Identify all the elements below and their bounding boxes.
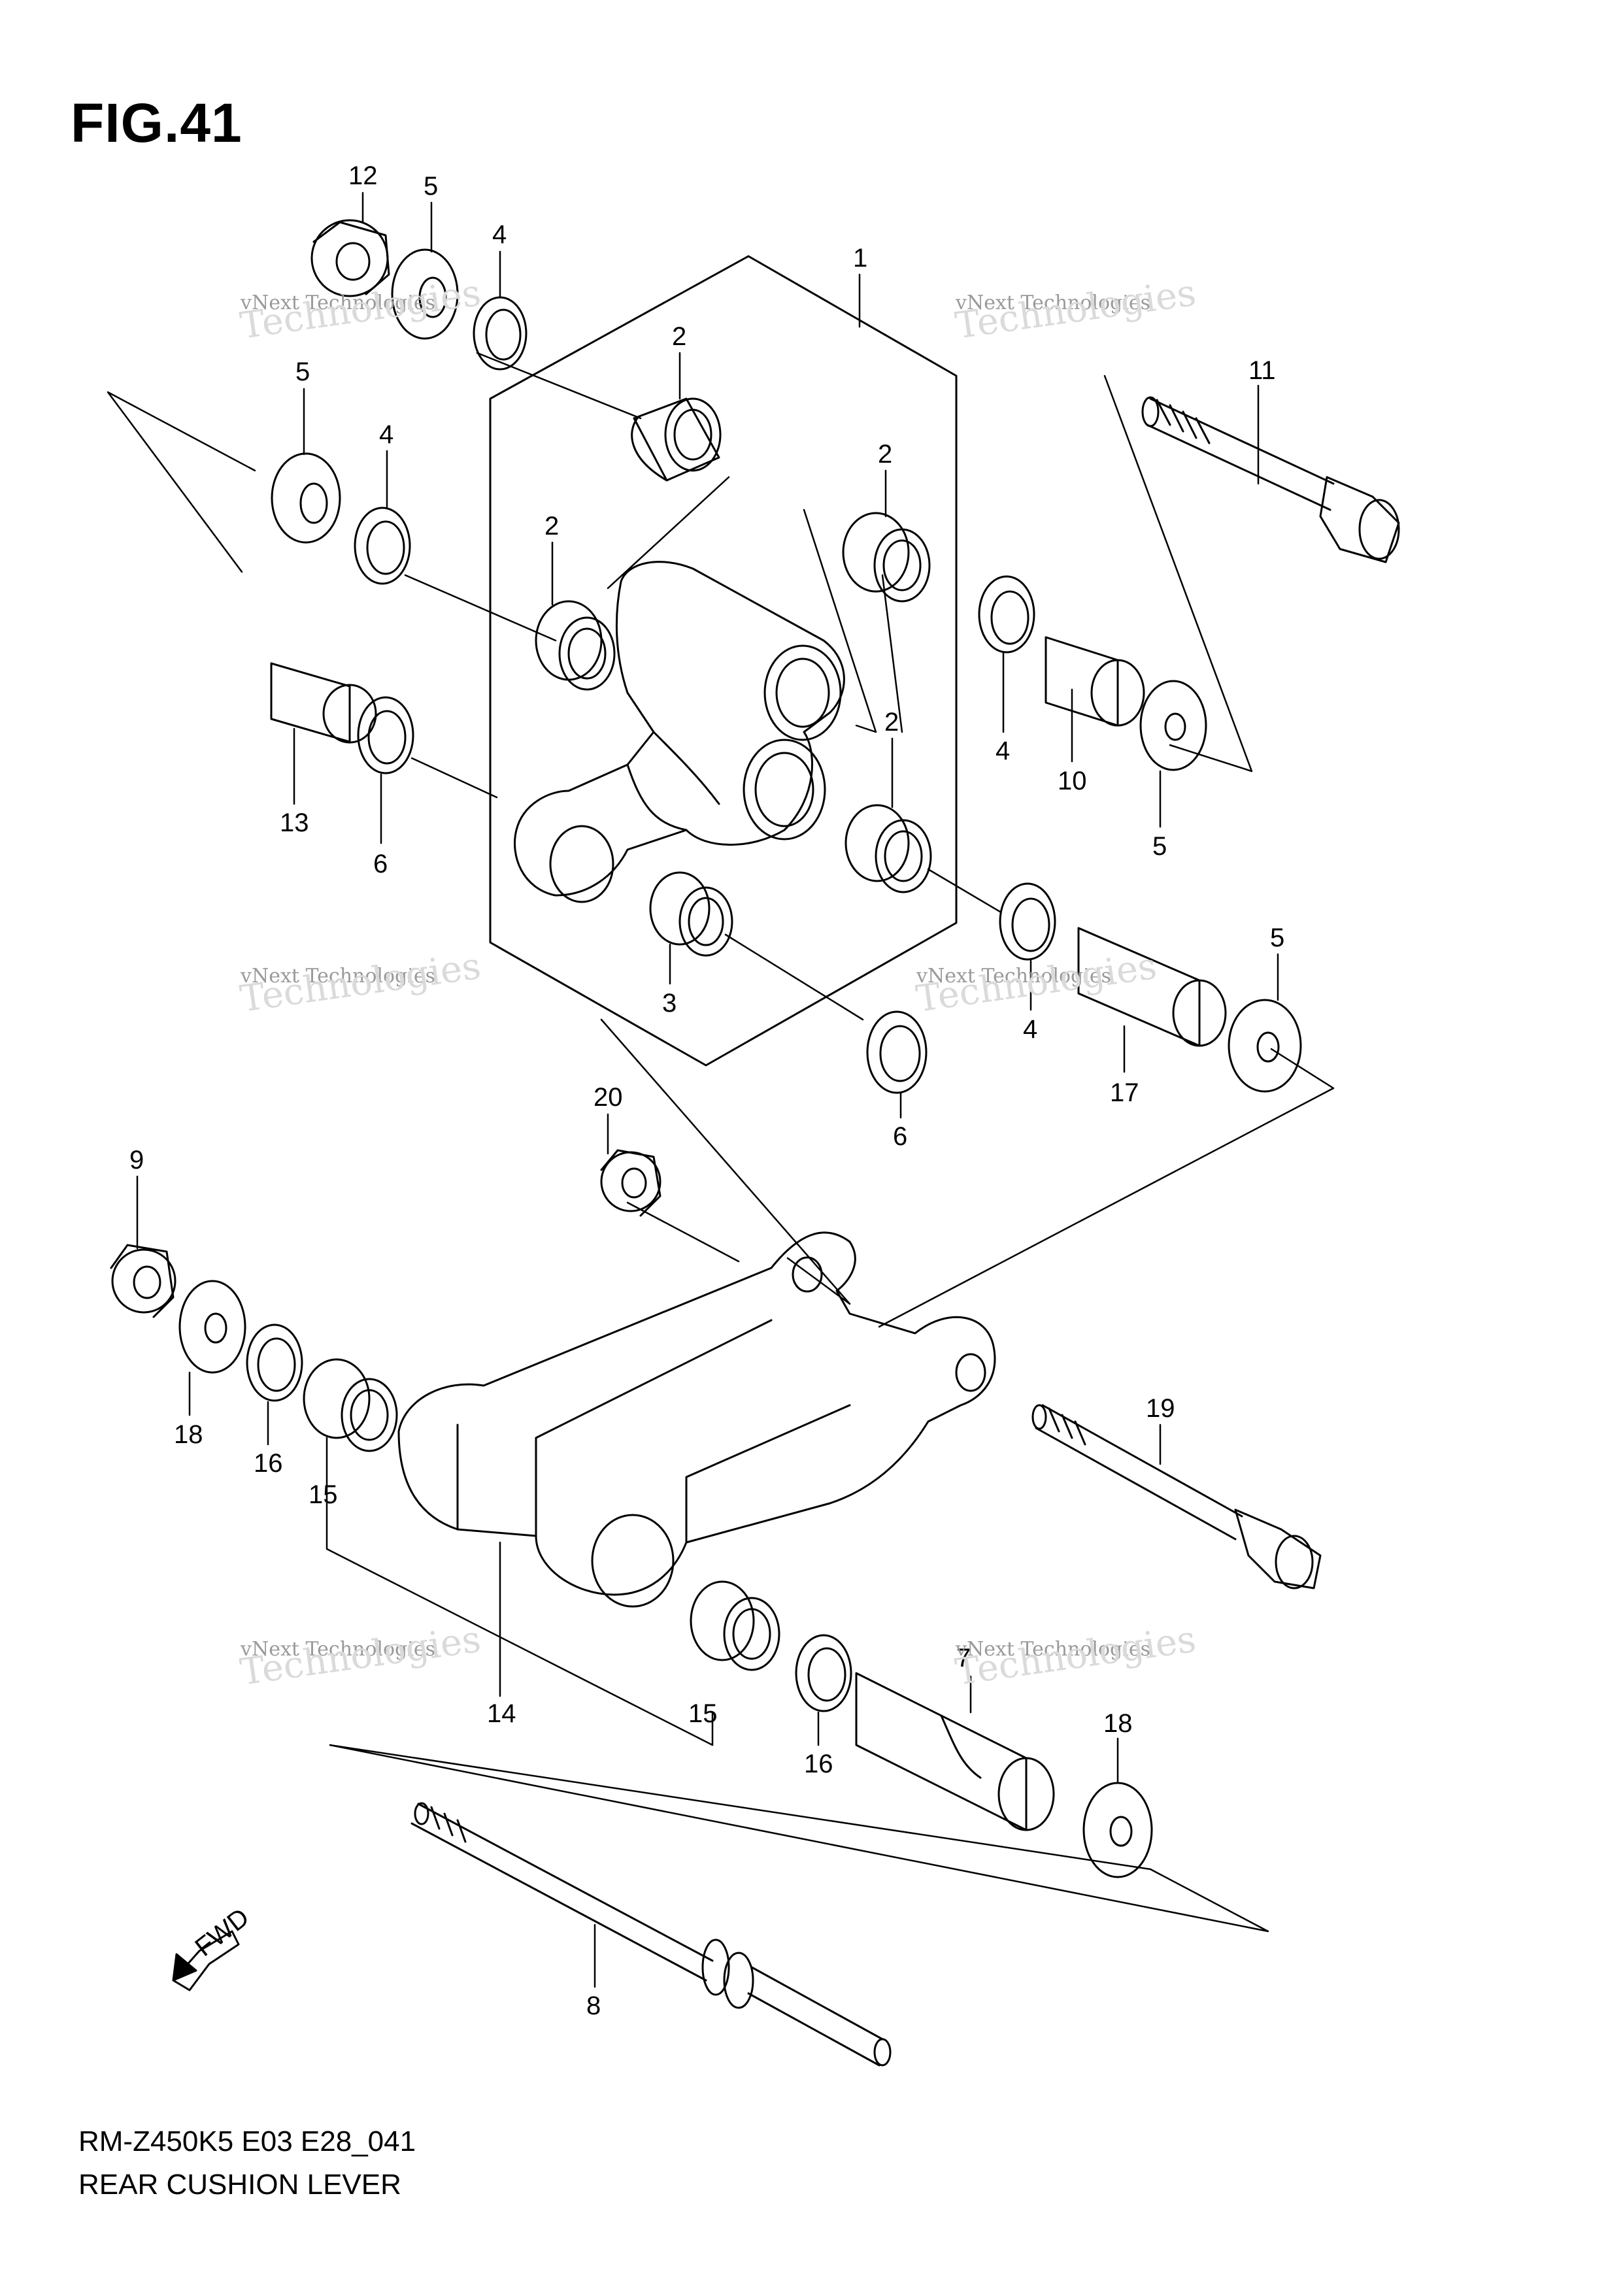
bearing-part-3	[649, 871, 733, 957]
nut-part-20	[600, 1149, 661, 1217]
bearing-part-2-right-upper	[842, 512, 931, 603]
bearing-part-2-left	[535, 600, 616, 691]
bearing-part-2-upper	[631, 397, 722, 482]
spacer-part-10	[1045, 636, 1145, 727]
callout-18-left: 18	[174, 1420, 203, 1449]
callout-5-right-lower: 5	[1270, 923, 1284, 952]
callout-5-right-upper: 5	[1152, 832, 1167, 861]
seal-part-4-left	[354, 507, 411, 585]
nut-part-12	[310, 219, 390, 297]
spacer-part-7	[855, 1672, 1055, 1831]
callout-7: 7	[956, 1644, 971, 1672]
spacer-part-13	[270, 662, 377, 744]
washer-part-18-right	[1082, 1782, 1153, 1878]
callout-14: 14	[487, 1699, 516, 1728]
callout-20: 20	[594, 1083, 623, 1112]
seal-part-16-right	[795, 1634, 852, 1712]
seal-part-4-right-lower	[999, 882, 1056, 961]
bolt-part-19	[1031, 1404, 1322, 1589]
callout-2-top: 2	[672, 322, 686, 351]
callout-numbers: 12 5 4 1 2 11 5 4 2 2 4 10 2 5 13 6 3 5 …	[129, 161, 1284, 2020]
callout-2-left: 2	[544, 512, 559, 541]
callout-15-right: 15	[688, 1699, 718, 1728]
callout-2-right-lower: 2	[884, 708, 899, 737]
bearing-part-15-left	[303, 1358, 398, 1452]
callout-19: 19	[1146, 1394, 1175, 1423]
callout-10: 10	[1058, 767, 1087, 795]
callout-17: 17	[1110, 1078, 1139, 1107]
callout-16-right: 16	[804, 1750, 833, 1778]
callout-13: 13	[280, 808, 309, 837]
part-1-group-outline	[489, 255, 958, 1067]
washer-part-5-left	[271, 452, 341, 544]
washer-part-5-right-upper	[1139, 680, 1207, 771]
callout-4-right-lower: 4	[1023, 1015, 1037, 1044]
seal-part-4-top	[473, 296, 527, 371]
seal-part-6-left	[357, 696, 414, 774]
seal-part-16-left	[246, 1323, 303, 1402]
callout-leaders	[136, 191, 1279, 1988]
callout-9: 9	[129, 1146, 144, 1174]
callout-1: 1	[853, 244, 867, 273]
callout-3: 3	[662, 989, 677, 1018]
washer-part-5-top	[391, 248, 459, 340]
fwd-label: FWD	[190, 1903, 254, 1962]
callout-4-right: 4	[996, 737, 1010, 765]
callout-6-left: 6	[373, 850, 388, 878]
nut-part-9	[110, 1244, 176, 1318]
callout-5-top: 5	[424, 172, 438, 201]
callout-15-left: 15	[309, 1480, 338, 1509]
washer-part-5-right-lower	[1228, 999, 1302, 1093]
callout-16-left: 16	[254, 1449, 283, 1478]
callout-5-left: 5	[295, 358, 310, 386]
bolt-part-8	[410, 1802, 892, 2067]
washer-part-18-left	[178, 1280, 246, 1374]
callout-6-lower: 6	[893, 1122, 907, 1151]
callout-4-left: 4	[379, 420, 393, 449]
part-1-lever-body	[514, 561, 845, 903]
figure-title: FIG.41	[71, 92, 243, 154]
seal-part-4-right	[978, 575, 1035, 654]
bolt-part-11	[1141, 396, 1400, 563]
assembly-lines	[107, 352, 1335, 1933]
bearing-part-15-right	[690, 1580, 780, 1671]
seal-part-6-lower	[866, 1010, 928, 1094]
callout-18-right: 18	[1103, 1709, 1133, 1738]
callout-12: 12	[348, 161, 378, 190]
part-14-cushion-lever	[397, 1231, 996, 1608]
callout-2-right-upper: 2	[878, 440, 892, 469]
bearing-part-2-right-lower	[845, 804, 932, 893]
model-code: RM-Z450K5 E03 E28_041	[78, 2125, 416, 2157]
fwd-arrow-icon: FWD	[172, 1903, 254, 1991]
callout-11: 11	[1248, 356, 1276, 385]
spacer-part-17	[1077, 927, 1227, 1047]
callout-4-top: 4	[492, 220, 507, 249]
callout-8: 8	[586, 1991, 601, 2020]
diagram-name: REAR CUSHION LEVER	[78, 2169, 401, 2201]
